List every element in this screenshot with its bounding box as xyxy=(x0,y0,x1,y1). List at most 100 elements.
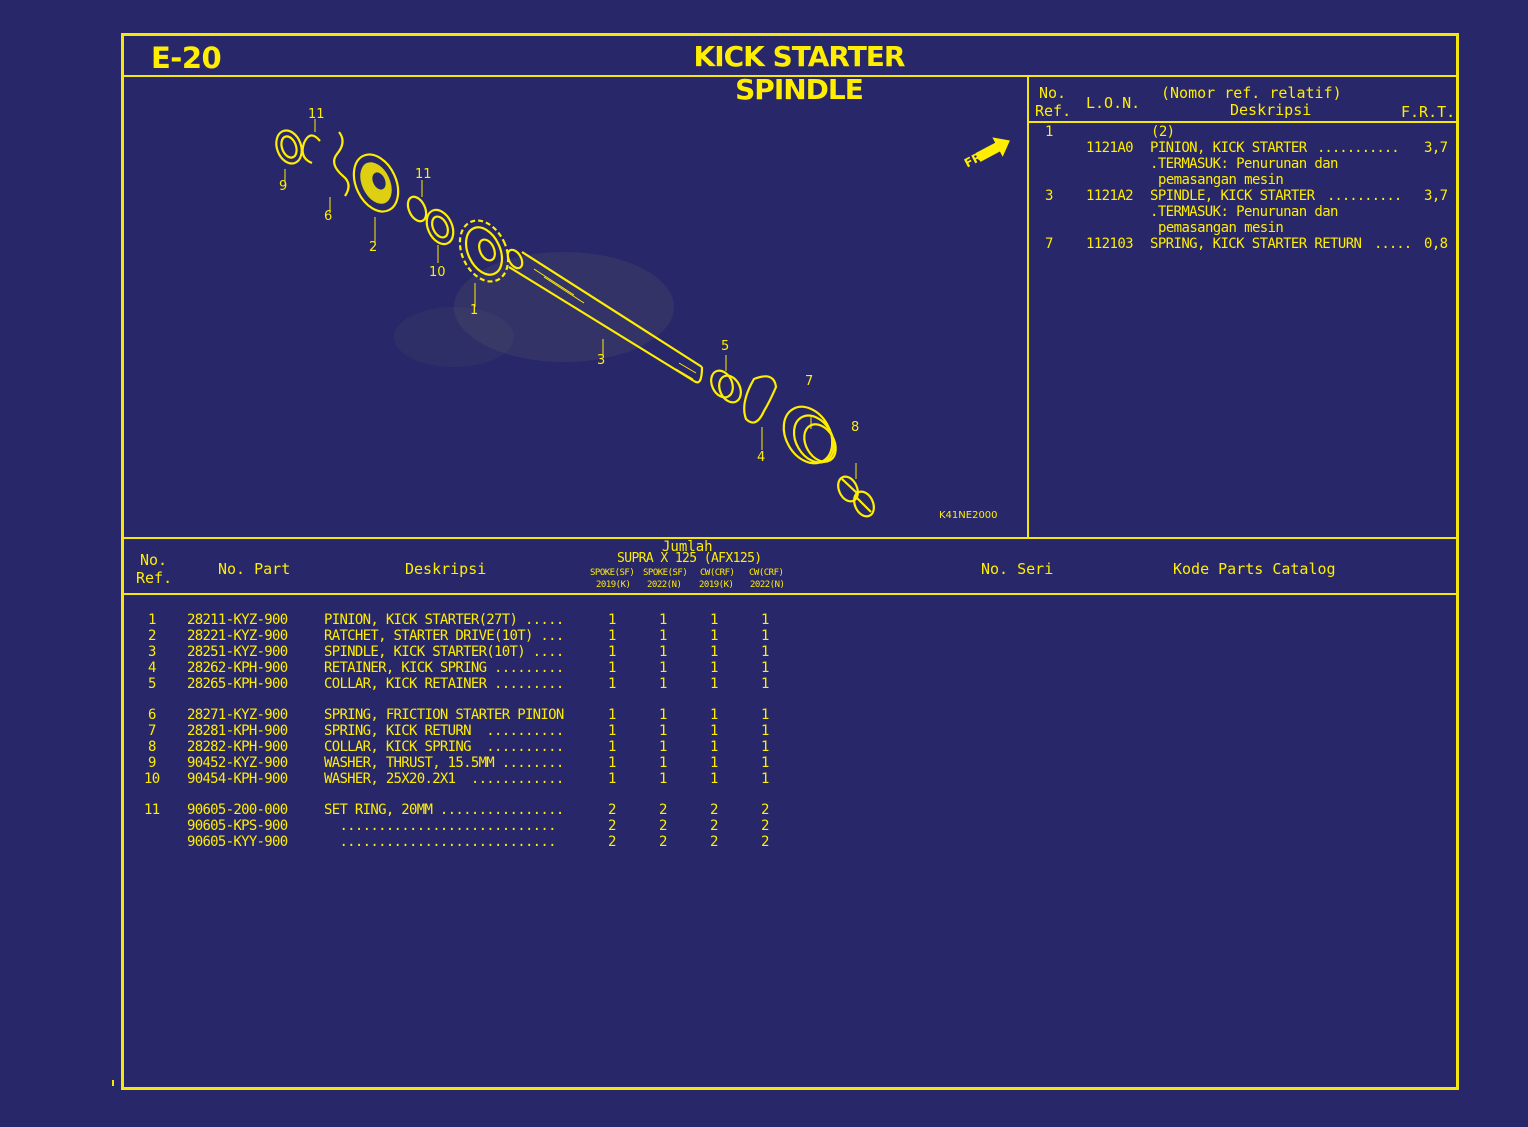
row-qty-2: 1 xyxy=(659,755,667,771)
ref-row-1-ref: 1 xyxy=(1045,124,1053,140)
row-qty-3: 2 xyxy=(710,802,718,818)
col-head-no: No. xyxy=(140,551,168,569)
row-qty-1: 2 xyxy=(608,802,616,818)
ref-row-1-note1: .TERMASUK: Penurunan dan xyxy=(1150,156,1338,172)
ref-row-1-desc: PINION, KICK STARTER xyxy=(1150,140,1307,156)
row-ref: 4 xyxy=(148,660,156,676)
callout-2: 2 xyxy=(369,240,378,255)
row-qty-1: 2 xyxy=(608,834,616,850)
row-part-number: 28262-KPH-900 xyxy=(187,660,288,676)
part-10-washer xyxy=(425,208,455,246)
row-ref: 11 xyxy=(144,802,160,818)
row-ref: 7 xyxy=(148,723,156,739)
fr-arrow xyxy=(975,137,1010,162)
row-description: SET RING, 20MM ................ xyxy=(324,802,564,818)
part-11-ring-a xyxy=(301,134,321,165)
col-head-jumlah: Jumlah xyxy=(662,539,713,555)
col-head-variant-3: CW(CRF) xyxy=(700,568,735,578)
row-qty-4: 1 xyxy=(761,723,769,739)
row-qty-3: 1 xyxy=(710,755,718,771)
table-row: 11 90605-200-000 SET RING, 20MM ..........… xyxy=(124,802,1024,818)
ref-row-3-desc: SPINDLE, KICK STARTER xyxy=(1150,188,1315,204)
row-qty-1: 1 xyxy=(608,628,616,644)
callout-5: 5 xyxy=(721,339,730,354)
ref-row-7-lon: 112103 xyxy=(1086,236,1134,252)
row-description: SPRING, FRICTION STARTER PINION xyxy=(324,707,564,723)
row-part-number: 28221-KYZ-900 xyxy=(187,628,288,644)
col-head-ref: Ref. xyxy=(136,569,173,587)
row-part-number: 28265-KPH-900 xyxy=(187,676,288,692)
row-qty-3: 1 xyxy=(710,676,718,692)
ref-row-7-desc: SPRING, KICK STARTER RETURN xyxy=(1150,236,1362,252)
row-qty-2: 1 xyxy=(659,660,667,676)
row-qty-4: 2 xyxy=(761,834,769,850)
callout-4: 4 xyxy=(757,450,766,465)
col-head-seri: No. Seri xyxy=(981,560,1054,578)
row-ref: 3 xyxy=(148,644,156,660)
diagram-divider xyxy=(1027,75,1029,537)
row-description: WASHER, 25X20.2X1 ............ xyxy=(324,771,564,787)
col-head-year-3: 2019(K) xyxy=(699,580,734,590)
part-4-retainer xyxy=(743,375,778,424)
row-qty-1: 1 xyxy=(608,755,616,771)
part-5-collar xyxy=(710,369,742,404)
part-8-collar xyxy=(837,475,875,518)
ref-row-3-note2: pemasangan mesin xyxy=(1158,220,1284,236)
row-description: WASHER, THRUST, 15.5MM ........ xyxy=(324,755,564,771)
row-qty-3: 1 xyxy=(710,771,718,787)
row-qty-4: 1 xyxy=(761,612,769,628)
row-qty-4: 1 xyxy=(761,739,769,755)
row-qty-2: 2 xyxy=(659,834,667,850)
row-description: RETAINER, KICK SPRING ......... xyxy=(324,660,564,676)
ref-head-lon: L.O.N. xyxy=(1086,94,1141,112)
row-qty-1: 1 xyxy=(608,644,616,660)
row-qty-3: 1 xyxy=(710,628,718,644)
row-part-number: 90605-KYY-900 xyxy=(187,834,288,850)
row-description: COLLAR, KICK SPRING .......... xyxy=(324,739,564,755)
ref-row-3-frt: 3,7 xyxy=(1424,188,1448,204)
row-part-number: 28281-KPH-900 xyxy=(187,723,288,739)
row-description: SPINDLE, KICK STARTER(10T) .... xyxy=(324,644,564,660)
row-ref: 2 xyxy=(148,628,156,644)
row-qty-1: 1 xyxy=(608,771,616,787)
col-head-variant-2: SPOKE(SF) xyxy=(643,568,688,578)
row-qty-3: 1 xyxy=(710,707,718,723)
callout-6: 6 xyxy=(324,209,333,224)
row-qty-3: 2 xyxy=(710,818,718,834)
row-part-number: 90452-KYZ-900 xyxy=(187,755,288,771)
row-qty-2: 1 xyxy=(659,644,667,660)
row-qty-2: 1 xyxy=(659,676,667,692)
row-qty-1: 1 xyxy=(608,739,616,755)
row-qty-2: 1 xyxy=(659,612,667,628)
ref-row-1-pre: (2) xyxy=(1151,124,1175,140)
row-qty-4: 2 xyxy=(761,802,769,818)
row-description: ............................ xyxy=(324,818,556,834)
row-qty-1: 1 xyxy=(608,612,616,628)
row-qty-1: 1 xyxy=(608,676,616,692)
col-head-desc: Deskripsi xyxy=(405,560,487,578)
row-qty-2: 2 xyxy=(659,818,667,834)
callout-9: 9 xyxy=(279,179,288,194)
ref-row-3-lon: 1121A2 xyxy=(1086,188,1134,204)
part-6-spring xyxy=(332,131,350,197)
row-part-number: 90605-200-000 xyxy=(187,802,288,818)
row-qty-4: 1 xyxy=(761,660,769,676)
diagram-image-code: K41NE2000 xyxy=(939,510,998,521)
row-description: PINION, KICK STARTER(27T) ..... xyxy=(324,612,564,628)
ref-head-no: No. xyxy=(1039,84,1067,102)
row-qty-4: 1 xyxy=(761,628,769,644)
row-qty-4: 1 xyxy=(761,644,769,660)
col-head-part: No. Part xyxy=(218,560,291,578)
ref-row-1-frt: 3,7 xyxy=(1424,140,1448,156)
callout-8: 8 xyxy=(851,420,860,435)
ref-row-7-ref: 7 xyxy=(1045,236,1053,252)
ref-row-1-lon: 1121A0 xyxy=(1086,140,1134,156)
part-2-ratchet xyxy=(352,153,400,213)
row-part-number: 28271-KYZ-900 xyxy=(187,707,288,723)
ref-row-7-frt: 0,8 xyxy=(1424,236,1448,252)
ref-row-7-dots: ..... xyxy=(1374,236,1412,252)
